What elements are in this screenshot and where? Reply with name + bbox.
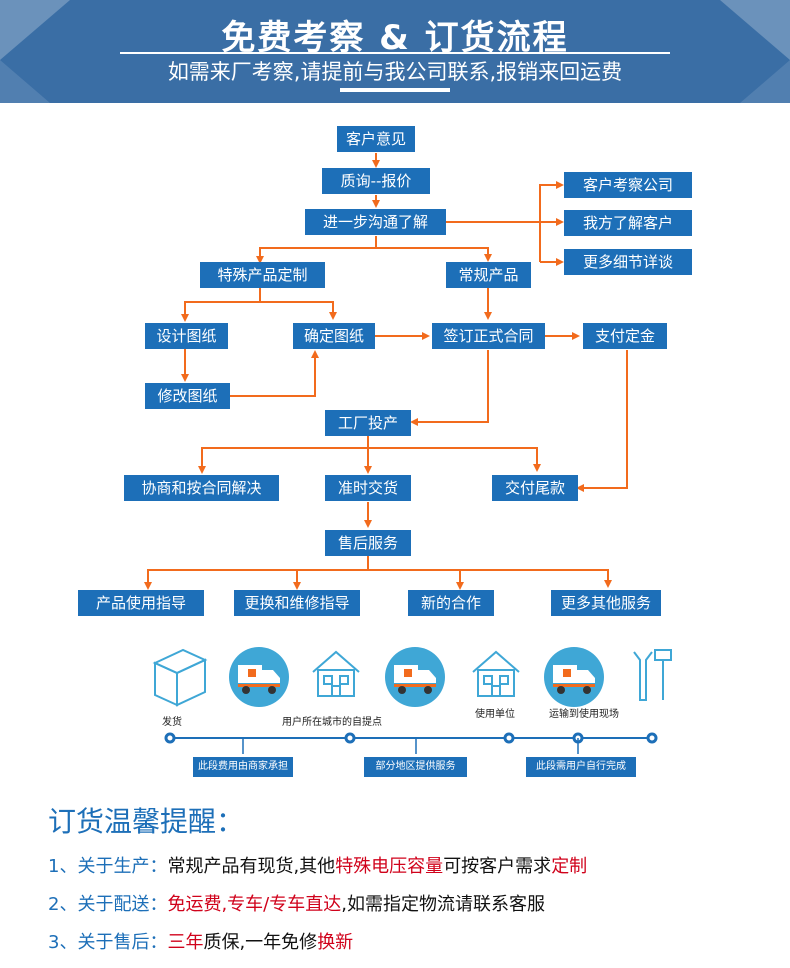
box-zixun-baojia: 质询--报价	[322, 168, 430, 194]
box-xieshang: 协商和按合同解决	[124, 475, 279, 501]
reminder-text: 可按客户需求	[443, 856, 552, 877]
page-subtitle: 如需来厂考察,请提前与我公司联系,报销来回运费	[167, 60, 623, 84]
house-icon	[312, 650, 360, 697]
box-gengduo-fuwu: 更多其他服务	[551, 590, 661, 616]
timeline-segment: 此段费用由商家承担	[193, 757, 293, 777]
box-teshu-dingzhi: 特殊产品定制	[200, 262, 325, 288]
reminder-text: 常规产品有现货,其他	[167, 856, 336, 877]
timeline-label: 运输到使用现场	[549, 709, 619, 720]
box-xiugai-tuzhi: 修改图纸	[145, 383, 230, 409]
timeline-segment: 此段需用户自行完成	[526, 757, 636, 777]
reminder-highlight: 三年	[167, 932, 204, 953]
box-genghuan-weixiu: 更换和维修指导	[234, 590, 360, 616]
reminder-highlight: 特殊电压容量	[335, 856, 444, 877]
box-chanpin-zhidao: 产品使用指导	[78, 590, 204, 616]
timeline-label: 用户所在城市的自提点	[282, 717, 382, 728]
truck-icon	[229, 647, 289, 707]
header-banner	[0, 0, 790, 103]
box-changgui: 常规产品	[446, 262, 531, 288]
reminder-highlight: 免运费,专车/专车直达	[167, 894, 342, 915]
truck-icon	[385, 647, 445, 707]
box-shouhou: 售后服务	[325, 530, 411, 556]
reminder-num: 2、关于配送：	[48, 894, 168, 915]
reminder-title: 订货温馨提醒：	[48, 805, 245, 838]
package-icon	[152, 648, 208, 707]
truck-icon	[544, 647, 604, 707]
box-zhifu-dingjin: 支付定金	[583, 323, 667, 349]
tools-icon	[633, 649, 672, 701]
timeline-label: 发货	[162, 717, 182, 728]
reminder-text: ,如需指定物流请联系客服	[341, 894, 545, 915]
box-gengduo-xijie: 更多细节详谈	[564, 249, 692, 275]
reminder-highlight: 换新	[317, 932, 354, 953]
house-icon	[472, 650, 520, 697]
box-gongchang-touchan: 工厂投产	[325, 410, 411, 436]
box-kehu-kaocha: 客户考察公司	[564, 172, 692, 198]
reminder-item: 1、关于生产：常规产品有现货,其他特殊电压容量可按客户需求定制	[48, 852, 587, 878]
box-kehu-yijian: 客户意见	[337, 126, 415, 152]
reminder-highlight: 定制	[551, 856, 588, 877]
timeline-label: 使用单位	[475, 709, 515, 720]
reminder-num: 3、关于售后：	[48, 932, 168, 953]
box-zhunshi-jiaohuo: 准时交货	[325, 475, 411, 501]
page-title: 免费考察 & 订货流程	[221, 18, 569, 58]
box-xin-hezuo: 新的合作	[408, 590, 494, 616]
reminder-num: 1、关于生产：	[48, 856, 168, 877]
reminder-item: 2、关于配送：免运费,专车/专车直达,如需指定物流请联系客服	[48, 890, 545, 916]
timeline-segment: 部分地区提供服务	[364, 757, 467, 777]
box-jiaofu-weikuan: 交付尾款	[492, 475, 578, 501]
box-jinyibu: 进一步沟通了解	[305, 209, 446, 235]
box-qianding-hetong: 签订正式合同	[432, 323, 545, 349]
box-wofang-liaojie: 我方了解客户	[564, 210, 692, 236]
reminder-text: 质保,一年免修	[203, 932, 318, 953]
box-sheji-tuzhi: 设计图纸	[145, 323, 228, 349]
box-queding-tuzhi: 确定图纸	[293, 323, 375, 349]
reminder-item: 3、关于售后：三年质保,一年免修换新	[48, 928, 353, 954]
